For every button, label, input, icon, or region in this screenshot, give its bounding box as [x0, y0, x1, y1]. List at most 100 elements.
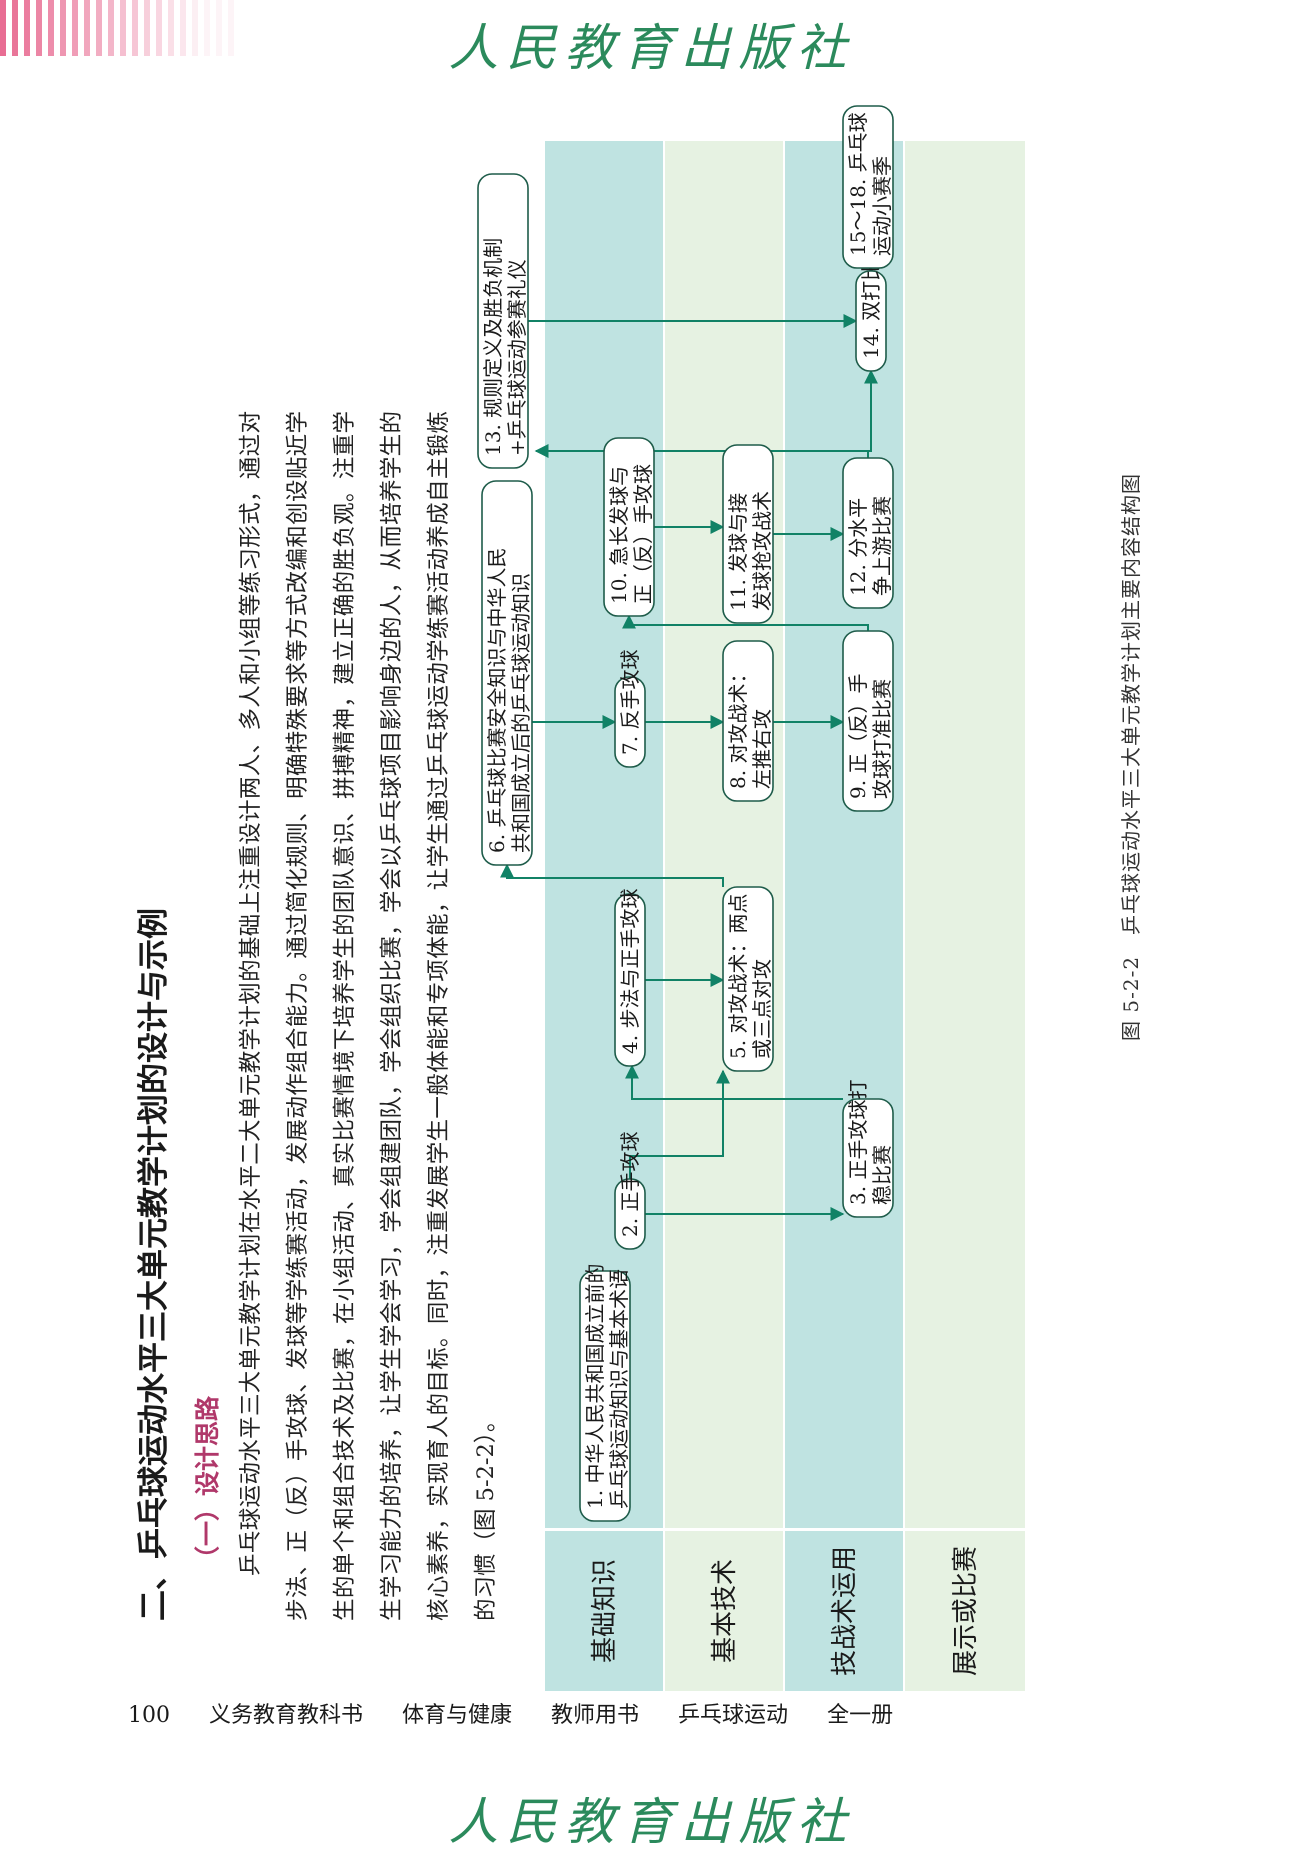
diagram-node-n10: 10. 急长发球与正（反）手攻球 — [603, 437, 655, 617]
header-stripe — [72, 0, 78, 56]
diagram-node-text: 乒乓球运动知识与基本术语 — [607, 1269, 631, 1509]
diagram-node-box — [842, 630, 894, 812]
diagram-node-n15: 15～18. 乒乓球运动小赛季 — [842, 105, 894, 269]
diagram-node-box — [722, 886, 774, 1072]
header-stripe — [132, 0, 138, 56]
diagram-node-text: 共和国成立后的乒乓球运动知识 — [509, 573, 533, 853]
header-stripe — [48, 0, 54, 56]
footer-volume: 乒乓球运动 — [678, 1703, 789, 1728]
diagram-node-text: 左推右攻 — [750, 709, 774, 789]
diagram-band — [785, 141, 903, 1691]
diagram-node-n7: 7. 反手攻球 — [614, 650, 646, 768]
header-stripe — [120, 0, 126, 56]
label-divider — [545, 1528, 1025, 1531]
diagram-node-text: 稳比赛 — [870, 1145, 894, 1205]
header-stripe — [144, 0, 150, 56]
diagram-node-box — [614, 676, 646, 768]
diagram-node-text: 攻球打准比赛 — [870, 679, 894, 799]
diagram-edge-n9-n10 — [622, 614, 869, 631]
footer-series: 义务教育教科书 — [209, 1703, 364, 1728]
row-label: 基础知识 — [590, 1559, 620, 1663]
header-stripe — [24, 0, 30, 56]
diagram-node-box — [722, 444, 774, 624]
header-stripe — [36, 0, 42, 56]
diagram-node-text: 15～18. 乒乓球 — [846, 112, 870, 256]
diagram-node-text: 9. 正（反）手 — [846, 674, 870, 799]
publisher-logo-bottom: 人民教育出版社 — [448, 1793, 855, 1851]
diagram-node-n5: 5. 对攻战术：两点或三点对攻 — [722, 886, 774, 1072]
diagram-node-text: 2. 正手攻球 — [618, 1132, 642, 1237]
diagram-node-box — [722, 640, 774, 802]
diagram-node-text: 1. 中华人民共和国成立前的 — [583, 1264, 607, 1509]
diagram-node-box — [579, 1270, 631, 1522]
diagram-node-text: 13. 规则定义及胜负机制 — [481, 238, 505, 456]
header-stripe — [60, 0, 66, 56]
figure-caption: 图 5-2-2 乒乓球运动水平三大单元教学计划主要内容结构图 — [1119, 473, 1143, 1041]
diagram-node-text: 12. 分水平 — [846, 498, 870, 596]
diagram-node-text: 4. 步法与正手攻球 — [618, 889, 642, 1054]
header-stripe — [204, 0, 210, 56]
diagram-node-text: 6. 乒乓球比赛安全知识与中华人民 — [485, 548, 509, 853]
diagram-node-box — [481, 480, 533, 866]
diagram-node-text: 运动小赛季 — [870, 156, 894, 256]
header-stripe — [96, 0, 102, 56]
rotated-page-content: 二、乒乓球运动水平三大单元教学计划的设计与示例 （一）设计思路 乒乓球运动水平三… — [0, 71, 1303, 1691]
diagram-node-text: 10. 急长发球与 — [607, 466, 631, 604]
diagram-node-box — [603, 437, 655, 617]
header-stripe — [156, 0, 162, 56]
diagram-node-n11: 11. 发球与接发球抢攻战术 — [722, 444, 774, 624]
diagram-node-n8: 8. 对攻战术：左推右攻 — [722, 640, 774, 802]
diagram-node-text: 争上游比赛 — [870, 496, 894, 596]
diagram-node-box — [842, 457, 894, 609]
diagram-node-text: +乒乓球运动参赛礼仪 — [505, 259, 529, 456]
header-stripe — [168, 0, 174, 56]
diagram-edge-n2-n5 — [629, 1069, 730, 1179]
header-stripe — [180, 0, 186, 56]
header-stripes — [0, 0, 255, 60]
diagram-node-n12: 12. 分水平争上游比赛 — [842, 457, 894, 609]
diagram-node-n6: 6. 乒乓球比赛安全知识与中华人民共和国成立后的乒乓球运动知识 — [481, 480, 533, 866]
page-footer: 100 义务教育教科书 体育与健康 教师用书 乒乓球运动 全一册 — [128, 1697, 915, 1729]
diagram-node-box — [614, 1178, 646, 1250]
publisher-logo-top: 人民教育出版社 — [448, 19, 855, 77]
diagram-node-text: 5. 对攻战术：两点 — [726, 894, 750, 1059]
diagram-node-n13: 13. 规则定义及胜负机制+乒乓球运动参赛礼仪 — [477, 173, 529, 469]
footer-subject: 体育与健康 — [402, 1703, 513, 1728]
diagram-node-n2: 2. 正手攻球 — [614, 1132, 646, 1250]
footer-edition: 全一册 — [827, 1703, 894, 1728]
header-stripe — [216, 0, 222, 56]
diagram-node-box — [855, 270, 887, 372]
header-stripe — [84, 0, 90, 56]
diagram-node-n3: 3. 正手攻球打稳比赛 — [842, 1080, 894, 1218]
diagram-node-box — [842, 105, 894, 269]
diagram-node-text: 或三点对攻 — [750, 959, 774, 1059]
diagram-node-text: 7. 反手攻球 — [618, 650, 642, 755]
diagram-node-text: 正（反）手攻球 — [631, 464, 655, 604]
diagram-node-n1: 1. 中华人民共和国成立前的乒乓球运动知识与基本术语 — [579, 1264, 631, 1522]
header-stripe — [108, 0, 114, 56]
diagram-node-text: 11. 发球与接 — [726, 493, 750, 611]
page-number: 100 — [128, 1703, 170, 1728]
header-stripe — [228, 0, 234, 56]
diagram-node-n9: 9. 正（反）手攻球打准比赛 — [842, 630, 894, 812]
diagram-node-n4: 4. 步法与正手攻球 — [614, 889, 646, 1067]
diagram-edge-n3-n4 — [625, 1064, 843, 1100]
diagram-edge-n12-n14 — [864, 369, 878, 458]
diagram-node-text: 3. 正手攻球打 — [846, 1080, 870, 1205]
diagram-node-box — [614, 893, 646, 1067]
row-label: 基本技术 — [710, 1559, 740, 1663]
header-stripe — [192, 0, 198, 56]
content-structure-diagram: 基础知识 基本技术 技战术运用 展示或比赛 1. 中华人民共和国成立前的乒乓球运动知识… — [477, 105, 1143, 1691]
footer-book-type: 教师用书 — [551, 1703, 640, 1728]
row-label: 技战术运用 — [830, 1546, 860, 1676]
header-stripe — [0, 0, 6, 56]
diagram-node-text: 8. 对攻战术： — [726, 664, 750, 789]
diagram-node-n14: 14. 双打比赛 — [855, 241, 887, 372]
diagram-node-text: 发球抢攻战术 — [750, 491, 774, 611]
diagram-node-box — [842, 1098, 894, 1218]
diagram-edge-n5-n6 — [500, 863, 724, 887]
diagram-band — [905, 141, 1025, 1691]
row-label: 展示或比赛 — [951, 1546, 981, 1676]
diagram-node-box — [477, 173, 529, 469]
header-stripe — [12, 0, 18, 56]
